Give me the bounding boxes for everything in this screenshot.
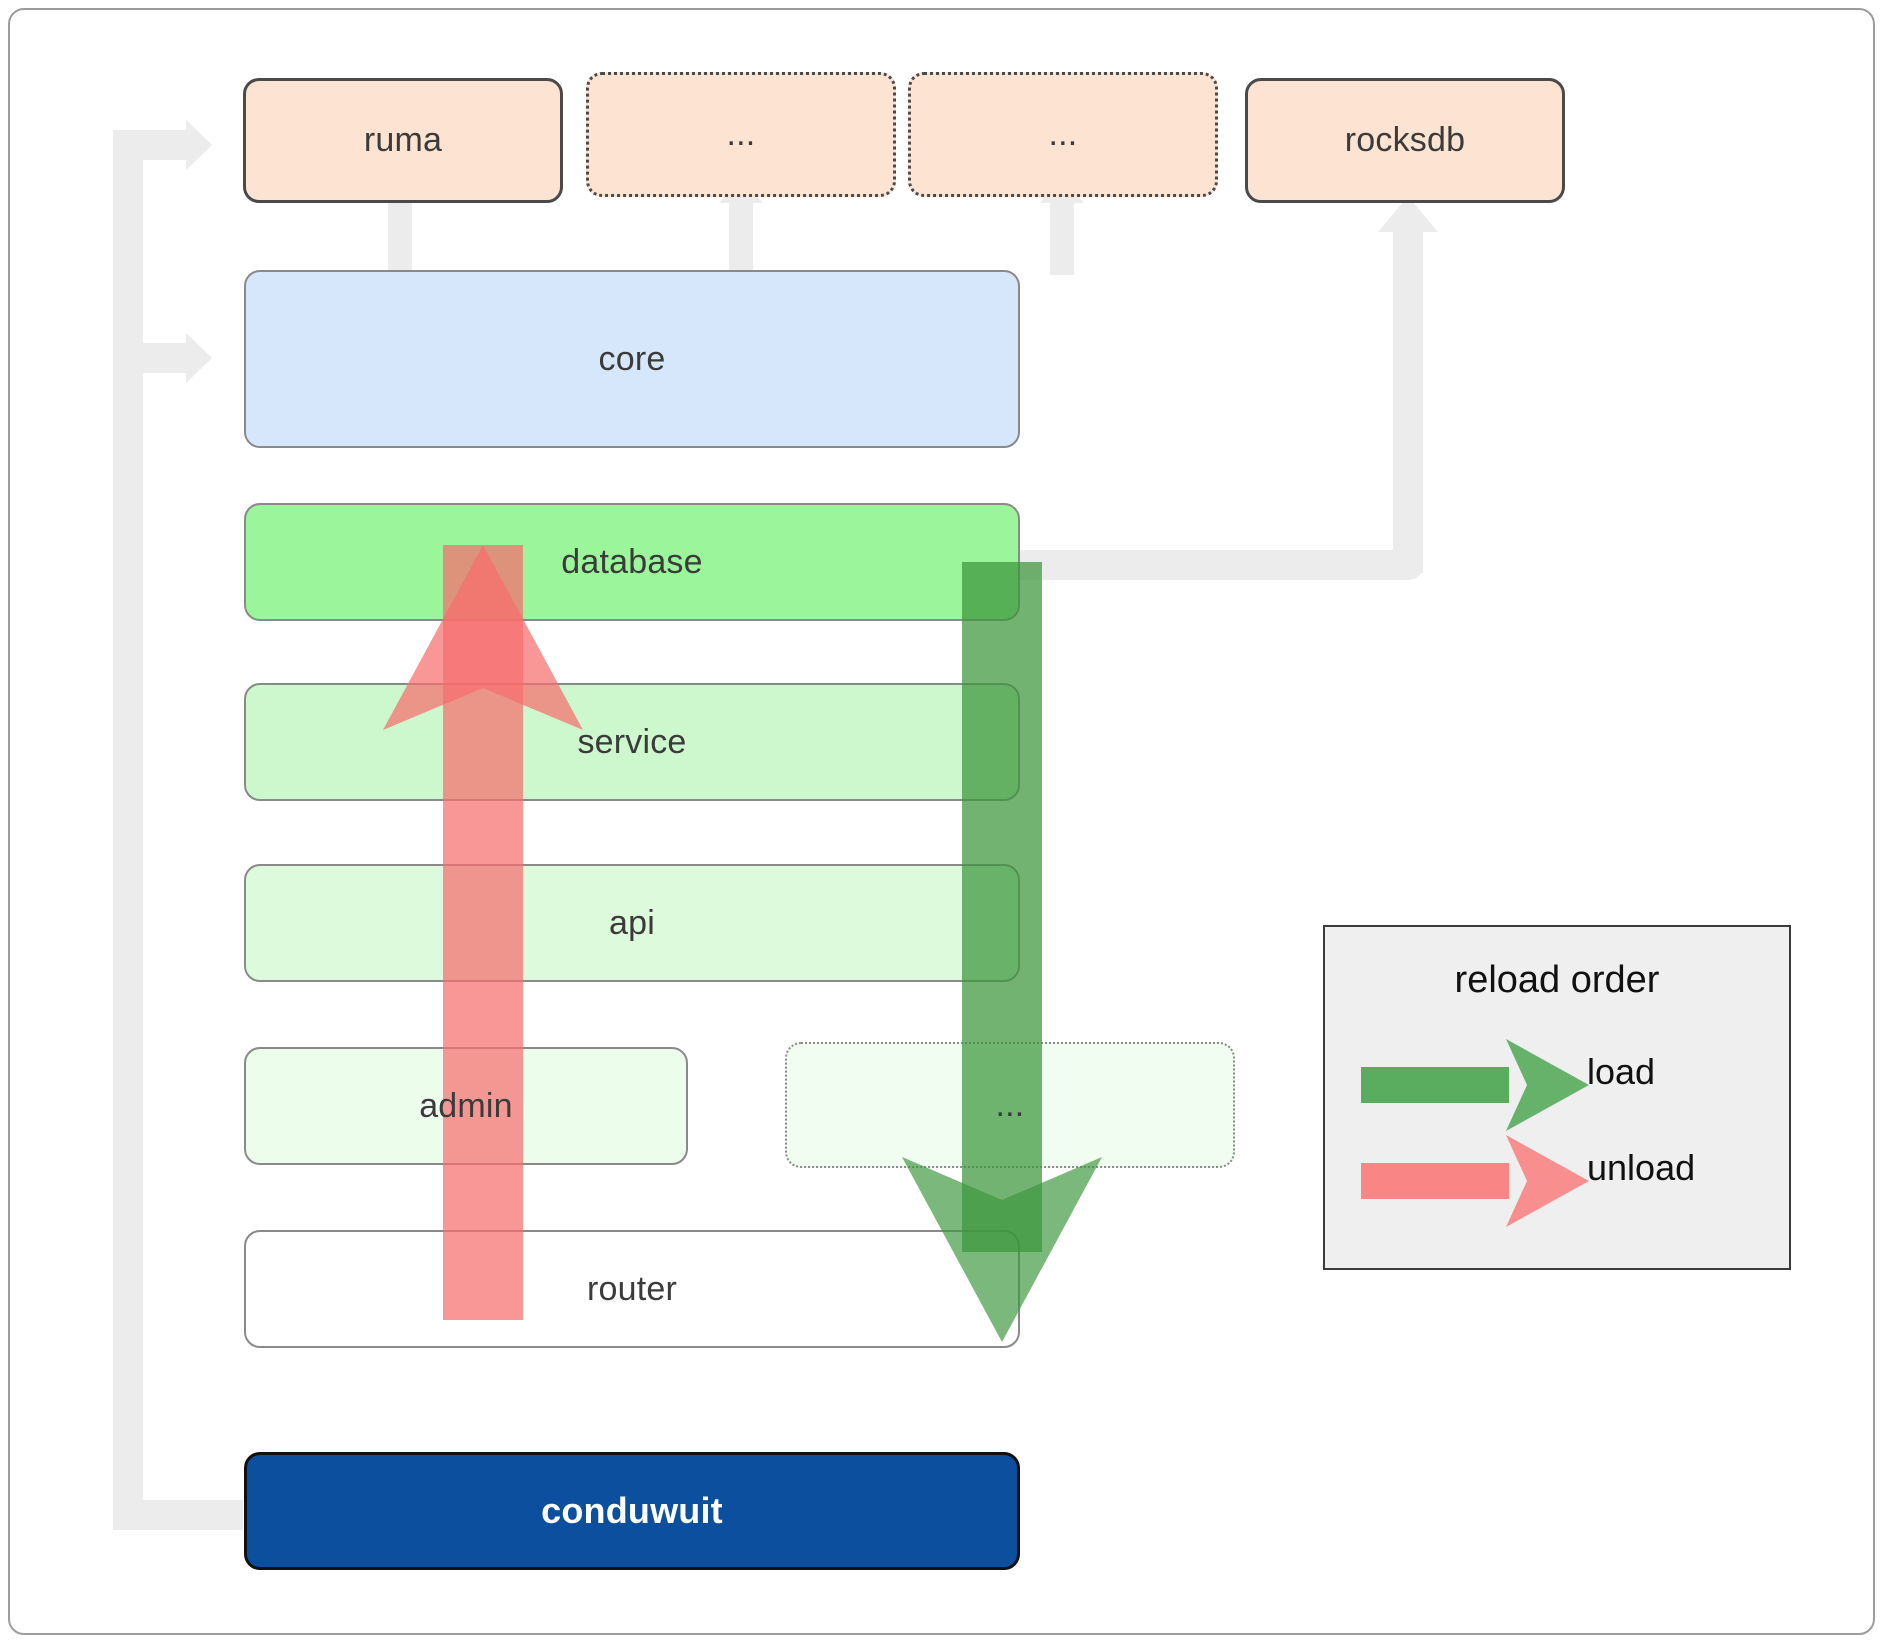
legend-title: reload order	[1454, 959, 1660, 1001]
dependency-box-rocksdb[interactable]: rocksdb	[1245, 78, 1565, 203]
root-box-conduwuit[interactable]: conduwuit	[244, 1452, 1020, 1570]
layer-label-core: core	[598, 339, 666, 378]
connector-branch-core-horizontal	[113, 343, 188, 373]
connector-branch-ruma-horizontal	[113, 130, 188, 160]
layer-box-service[interactable]: service	[244, 683, 1020, 801]
flow-load-arrowhead	[902, 1150, 1102, 1345]
layer-label-database: database	[561, 542, 703, 581]
connector-database-rocksdb-horizontal	[1018, 550, 1423, 580]
dependency-box-dep3[interactable]: ...	[908, 72, 1218, 197]
dependency-box-dep2[interactable]: ...	[586, 72, 896, 197]
legend-load-bar	[1361, 1067, 1509, 1103]
layer-label-admin: admin	[419, 1086, 513, 1125]
layer-label-service: service	[577, 722, 687, 761]
connector-branch-core-arrowhead	[186, 333, 212, 383]
connector-branch-ruma-arrowhead	[186, 120, 212, 170]
layer-box-api[interactable]: api	[244, 864, 1020, 982]
legend-row-unload: unload	[1325, 1135, 1789, 1227]
legend-panel: reload order load unload	[1323, 925, 1791, 1270]
dependency-label-dep3: ...	[1048, 115, 1078, 153]
dependency-box-ruma[interactable]: ruma	[243, 78, 563, 203]
diagram-frame	[8, 8, 1875, 1635]
layer-box-router[interactable]: router	[244, 1230, 1020, 1348]
connector-conduwuit-trunk-bottom	[113, 1500, 243, 1530]
dependency-label-dep2: ...	[726, 115, 756, 153]
connector-conduwuit-trunk-vertical	[113, 130, 143, 1530]
legend-unload-bar	[1361, 1163, 1509, 1199]
legend-label-load: load	[1587, 1051, 1656, 1092]
connector-core-dep3-stem	[1050, 200, 1074, 275]
flow-unload-arrowhead	[383, 545, 583, 735]
legend-label-unload: unload	[1587, 1147, 1696, 1188]
layer-box-database[interactable]: database	[244, 503, 1020, 621]
flow-load-arrowhead-svg	[902, 1157, 1102, 1342]
flow-load-shaft	[962, 562, 1042, 1252]
connector-core-ruma-stem	[388, 200, 412, 275]
legend-load-arrow-svg	[1506, 1039, 1589, 1131]
flow-unload-arrowhead-svg	[383, 545, 583, 730]
layer-label-api: api	[609, 903, 655, 942]
dependency-label-ruma: ruma	[363, 121, 443, 159]
legend-row-load: load	[1325, 1039, 1789, 1131]
layer-label-router: router	[586, 1269, 678, 1308]
connector-core-dep2-stem	[729, 200, 753, 275]
layer-label-dots: ...	[995, 1085, 1025, 1124]
connector-database-rocksdb-vertical	[1393, 228, 1423, 573]
legend-unload-arrow-svg	[1506, 1135, 1589, 1227]
root-label-conduwuit: conduwuit	[541, 1490, 723, 1531]
layer-box-core[interactable]: core	[244, 270, 1020, 448]
dependency-label-rocksdb: rocksdb	[1344, 121, 1466, 159]
